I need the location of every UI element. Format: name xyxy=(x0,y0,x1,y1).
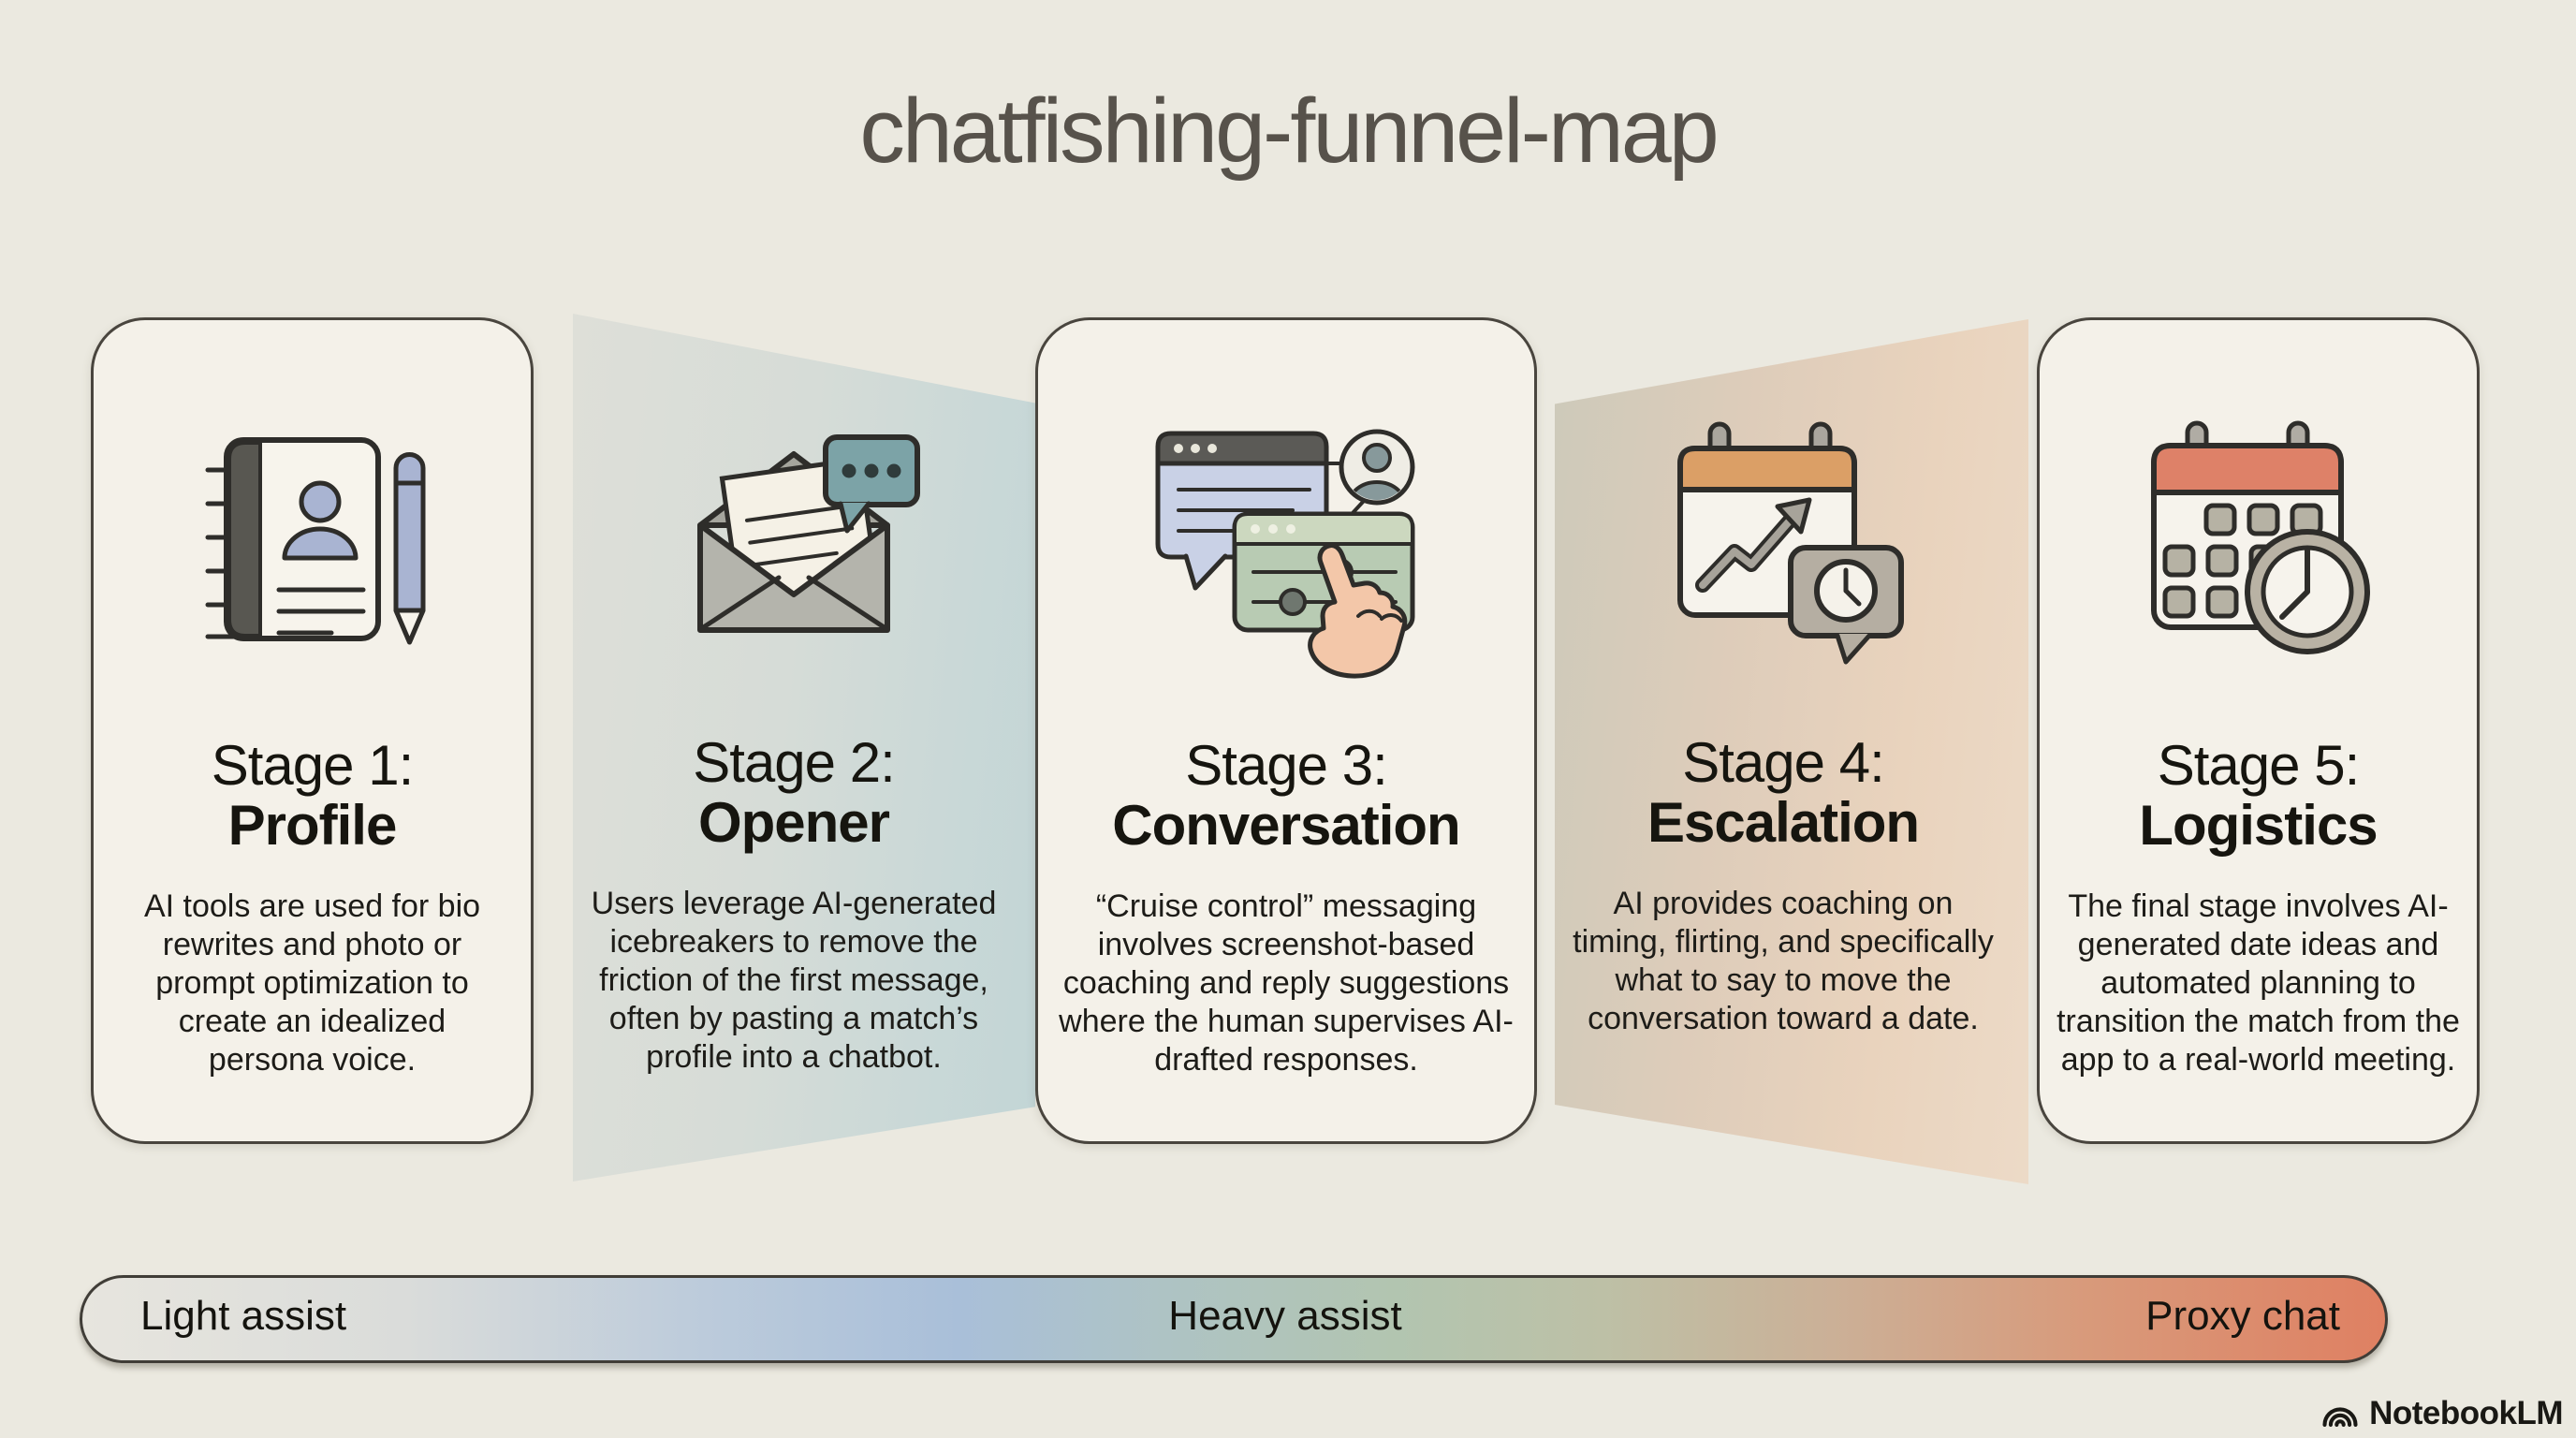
chat-windows-hand-avatar-icon xyxy=(1155,429,1415,679)
watermark-label: NotebookLM xyxy=(2369,1395,2563,1431)
envelope-letter-chat-icon xyxy=(697,434,920,633)
assist-spectrum-bar: Light assist Heavy assist Proxy chat xyxy=(80,1275,2388,1363)
assist-level-heavy: Heavy assist xyxy=(1168,1293,1402,1339)
page-title: chatfishing-funnel-map xyxy=(859,80,1719,182)
stage-label: Stage 2: xyxy=(693,731,896,794)
stage-heading: Stage 2: Opener xyxy=(693,731,896,854)
assist-level-proxy: Proxy chat xyxy=(2145,1293,2340,1339)
stage-name: Opener xyxy=(697,791,890,854)
stage-name: Conversation xyxy=(1112,794,1460,857)
notebooklm-logo-icon xyxy=(2322,1407,2358,1427)
calendar-trend-clock-bubble-icon xyxy=(1677,421,1904,665)
stage-description: “Cruise control” messaging involves scre… xyxy=(1059,888,1514,1078)
calendar-clock-icon xyxy=(2150,420,2370,654)
stage-card-escalation: Stage 4: Escalation AI provides coaching… xyxy=(1540,317,2027,1144)
stage-description: Users leverage AI-generated icebreakers … xyxy=(591,886,997,1075)
stage-heading: Stage 4: Escalation xyxy=(1647,731,1920,854)
stage-card-conversation: Stage 3: Conversation “Cruise control” m… xyxy=(1035,317,1537,1144)
stage-card-profile: Stage 1: Profile AI tools are used for b… xyxy=(91,317,534,1144)
stage-heading: Stage 1: Profile xyxy=(211,734,415,857)
stage-name: Escalation xyxy=(1647,791,1920,854)
stage-card-opener: Stage 2: Opener Users leverage AI-genera… xyxy=(550,317,1037,1144)
stage-description: AI provides coaching on timing, flirting… xyxy=(1573,886,1994,1036)
stage-description: The final stage involves AI-generated da… xyxy=(2056,888,2460,1078)
stage-name: Logistics xyxy=(2139,794,2378,857)
stage-card-logistics: Stage 5: Logistics The final stage invol… xyxy=(2037,317,2480,1144)
stage-label: Stage 4: xyxy=(1682,731,1885,794)
stage-name: Profile xyxy=(227,794,398,857)
stage-label: Stage 1: xyxy=(211,734,415,797)
assist-level-light: Light assist xyxy=(140,1293,347,1339)
notebook-profile-pencil-icon xyxy=(205,437,425,645)
watermark: NotebookLM xyxy=(2320,1395,2563,1432)
stage-heading: Stage 5: Logistics xyxy=(2139,734,2378,857)
stage-label: Stage 5: xyxy=(2157,734,2361,797)
stage-heading: Stage 3: Conversation xyxy=(1112,734,1460,857)
stage-label: Stage 3: xyxy=(1185,734,1388,797)
funnel-shape-left xyxy=(573,314,1035,1181)
stage-description: AI tools are used for bio rewrites and p… xyxy=(143,888,481,1078)
